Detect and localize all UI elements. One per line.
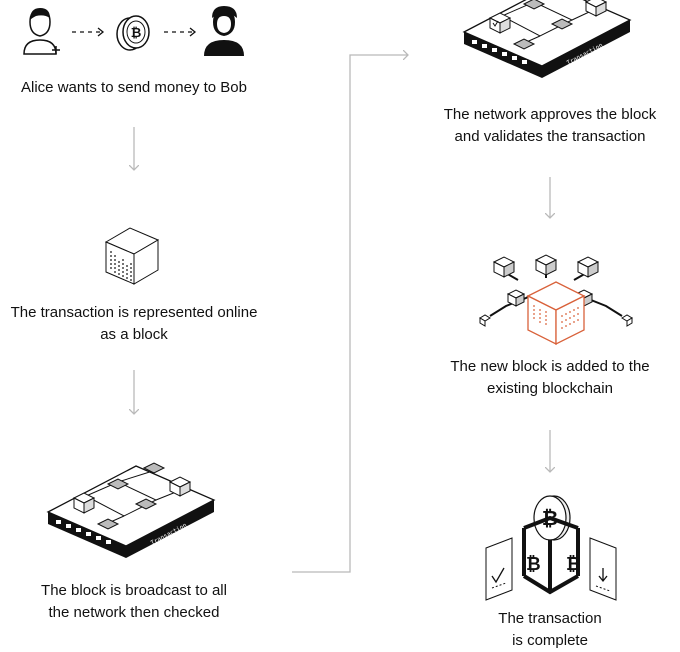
board-node-2 <box>106 478 130 490</box>
step-2-line-2: as a block <box>100 326 168 343</box>
step-3-line-1: The block is broadcast to all <box>41 582 227 599</box>
left-receipt <box>485 537 513 601</box>
approved-node-check <box>488 12 512 34</box>
block-cube-icon <box>104 227 160 285</box>
approved-network-board-icon: Transaction <box>462 0 632 78</box>
arrow-connector-up <box>292 55 408 573</box>
board-node-5 <box>96 518 120 530</box>
step-6-caption: The transaction is complete <box>470 608 630 652</box>
step-6-line-2: is complete <box>512 632 588 649</box>
board-node-3 <box>142 462 166 474</box>
coin-symbol: ₿ <box>131 26 142 41</box>
blockchain-icon <box>479 254 633 346</box>
bob-person-icon <box>204 6 244 56</box>
step-3-line-2: the network then checked <box>48 604 220 621</box>
network-board-icon: Transaction <box>46 462 216 558</box>
step-5-line-2: existing blockchain <box>487 380 613 397</box>
step-5-caption: The new block is added to the existing b… <box>420 356 680 400</box>
board-node-1 <box>72 492 96 514</box>
step-3-caption: The block is broadcast to all the networ… <box>0 580 268 624</box>
step-4-line-1: The network approves the block <box>443 106 657 123</box>
send-money-illustration: ₿ <box>23 6 244 56</box>
step-1-line-1: Alice wants to send money to Bob <box>21 79 247 96</box>
coin-icon: ₿ <box>116 15 150 51</box>
right-coin-symbol: ₿ <box>566 554 581 575</box>
left-coin-symbol: ₿ <box>526 554 541 575</box>
step-1-caption: Alice wants to send money to Bob <box>0 77 268 99</box>
board-node-6 <box>168 476 192 497</box>
step-4-line-2: and validates the transaction <box>454 128 646 145</box>
step-5-line-1: The new block is added to the <box>450 358 650 375</box>
board-node-4 <box>134 498 158 510</box>
new-block <box>526 281 586 346</box>
step-2-caption: The transaction is represented online as… <box>0 302 268 346</box>
step-4-caption: The network approves the block and valid… <box>420 104 680 148</box>
right-receipt <box>589 537 617 601</box>
step-6-line-1: The transaction <box>498 610 602 627</box>
alice-person-icon <box>23 8 60 55</box>
transaction-complete-icon: ₿ ₿ ₿ <box>485 495 617 601</box>
step-2-line-1: The transaction is represented online <box>10 304 258 321</box>
